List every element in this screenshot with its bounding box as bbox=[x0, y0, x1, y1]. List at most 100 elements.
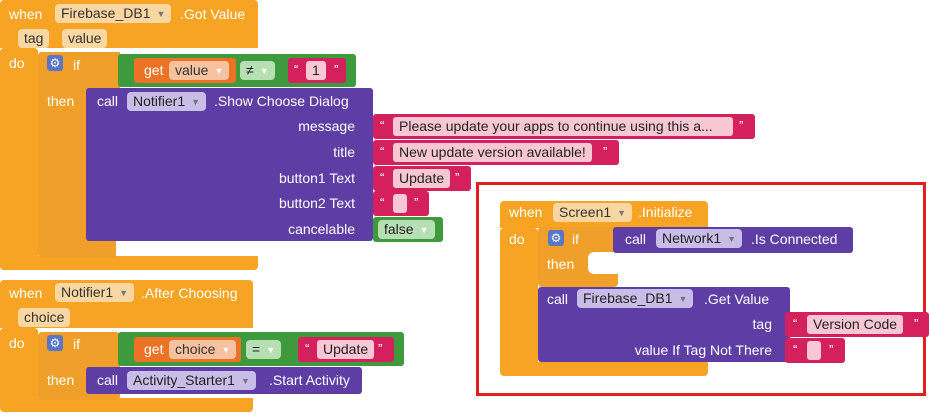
dropdown-caret-icon: ▼ bbox=[617, 208, 627, 218]
text-block-version-code[interactable]: “ Version Code ” bbox=[785, 312, 929, 337]
operator-dropdown[interactable]: ≠▼ bbox=[240, 61, 275, 80]
event-do-bar bbox=[0, 48, 38, 270]
text-value[interactable] bbox=[393, 194, 407, 213]
quote-open: “ bbox=[380, 118, 385, 133]
text-value[interactable]: 1 bbox=[306, 61, 326, 80]
arg-label-button1: button1 Text bbox=[278, 170, 355, 186]
param-value[interactable]: value bbox=[62, 29, 108, 48]
gear-icon[interactable]: ⚙ bbox=[47, 55, 63, 71]
dropdown-caret-icon: ▼ bbox=[266, 345, 276, 355]
quote-close: ” bbox=[455, 170, 460, 185]
text-value[interactable]: Update bbox=[317, 340, 375, 359]
dropdown-caret-icon: ▼ bbox=[240, 376, 250, 386]
when-label: when bbox=[9, 6, 43, 22]
text-value[interactable] bbox=[807, 341, 821, 360]
quote-close: ” bbox=[829, 342, 834, 357]
call-label: call bbox=[97, 93, 119, 109]
quote-close: ” bbox=[603, 144, 608, 159]
text-block-message[interactable]: “ Please update your apps to continue us… bbox=[373, 114, 755, 139]
boolean-dropdown[interactable]: false▼ bbox=[378, 220, 435, 239]
method-name: .Is Connected bbox=[751, 231, 838, 247]
method-name: .Get Value bbox=[704, 291, 770, 307]
quote-open: “ bbox=[305, 341, 310, 356]
event-footer bbox=[0, 398, 253, 412]
text-value[interactable]: Please update your apps to continue usin… bbox=[393, 117, 733, 136]
text-value[interactable]: Version Code bbox=[807, 315, 904, 334]
dropdown-caret-icon: ▼ bbox=[214, 66, 224, 76]
call-show-choose-dialog[interactable] bbox=[86, 88, 373, 241]
firebase-dropdown[interactable]: Firebase_DB1▼ bbox=[577, 289, 694, 308]
dropdown-caret-icon: ▼ bbox=[191, 97, 201, 107]
event-name: .After Choosing bbox=[141, 285, 238, 301]
arg-label-button2: button2 Text bbox=[278, 195, 355, 211]
text-block-title[interactable]: “ New update version available! ” bbox=[373, 140, 619, 165]
then-label: then bbox=[47, 372, 75, 388]
quote-close: ” bbox=[914, 316, 919, 331]
network-dropdown[interactable]: Network1▼ bbox=[656, 229, 743, 248]
quote-open: “ bbox=[294, 62, 299, 77]
event-name: .Initialize bbox=[638, 204, 693, 220]
param-choice[interactable]: choice bbox=[18, 308, 71, 327]
text-value[interactable]: Update bbox=[393, 169, 451, 188]
text-block-1[interactable]: “ 1 ” bbox=[288, 58, 346, 83]
if-label: if bbox=[572, 231, 579, 247]
quote-open: “ bbox=[380, 144, 385, 159]
do-label: do bbox=[9, 335, 25, 351]
event-footer bbox=[0, 256, 258, 270]
dropdown-caret-icon: ▼ bbox=[259, 66, 269, 76]
text-block-button2[interactable]: “ ” bbox=[373, 191, 429, 216]
notifier-dropdown[interactable]: Notifier1▼ bbox=[127, 92, 207, 111]
when-label: when bbox=[9, 285, 43, 301]
dropdown-caret-icon: ▼ bbox=[419, 225, 429, 235]
arg-label-tag: tag bbox=[752, 316, 772, 332]
event-footer bbox=[500, 362, 708, 376]
call-label: call bbox=[625, 231, 647, 247]
method-name: .Start Activity bbox=[269, 372, 350, 388]
then-label: then bbox=[547, 256, 575, 272]
gear-icon[interactable]: ⚙ bbox=[548, 230, 564, 246]
dropdown-caret-icon: ▼ bbox=[221, 345, 231, 355]
variable-dropdown[interactable]: value▼ bbox=[169, 61, 230, 80]
if-label: if bbox=[73, 336, 80, 352]
text-block-update[interactable]: “ Update ” bbox=[298, 337, 394, 362]
event-name: .Got Value bbox=[180, 6, 246, 22]
text-block-button1[interactable]: “ Update ” bbox=[373, 166, 471, 191]
param-tag[interactable]: tag bbox=[18, 29, 50, 48]
method-name: .Show Choose Dialog bbox=[214, 93, 349, 109]
do-label: do bbox=[509, 231, 525, 247]
if-label: if bbox=[73, 57, 80, 73]
arg-label-title: title bbox=[333, 144, 355, 160]
call-label: call bbox=[547, 291, 569, 307]
when-label: when bbox=[509, 204, 543, 220]
do-label: do bbox=[9, 55, 25, 71]
get-label: get bbox=[144, 62, 164, 78]
component-dropdown[interactable]: Firebase_DB1▼ bbox=[55, 4, 172, 23]
quote-open: “ bbox=[380, 170, 385, 185]
call-label: call bbox=[97, 372, 119, 388]
arg-label-value-if-tag-not-there: value If Tag Not There bbox=[634, 342, 772, 358]
event-do-bar bbox=[500, 228, 538, 375]
quote-open: “ bbox=[793, 316, 798, 331]
quote-close: ” bbox=[378, 341, 383, 356]
event-block-firebase-got-value[interactable]: when Firebase_DB1▼ .Got Value tag value … bbox=[0, 0, 260, 270]
highlight-box bbox=[476, 182, 926, 396]
operator-dropdown[interactable]: =▼ bbox=[246, 340, 282, 359]
gear-icon[interactable]: ⚙ bbox=[47, 335, 63, 351]
text-value[interactable]: New update version available! bbox=[393, 143, 592, 162]
event-do-bar bbox=[0, 328, 38, 410]
variable-dropdown[interactable]: choice▼ bbox=[169, 340, 237, 359]
activity-starter-dropdown[interactable]: Activity_Starter1▼ bbox=[127, 371, 256, 390]
component-dropdown[interactable]: Notifier1▼ bbox=[55, 283, 135, 302]
arg-label-cancelable: cancelable bbox=[288, 221, 355, 237]
dropdown-caret-icon: ▼ bbox=[727, 234, 737, 244]
quote-close: ” bbox=[739, 118, 744, 133]
quote-close: ” bbox=[414, 195, 419, 210]
dropdown-caret-icon: ▼ bbox=[156, 9, 166, 19]
quote-close: ” bbox=[334, 62, 339, 77]
quote-open: “ bbox=[793, 342, 798, 357]
quote-open: “ bbox=[380, 195, 385, 210]
text-block-empty[interactable]: “ ” bbox=[785, 338, 845, 363]
arg-label-message: message bbox=[298, 118, 355, 134]
then-label: then bbox=[47, 93, 75, 109]
component-dropdown[interactable]: Screen1▼ bbox=[553, 203, 633, 222]
